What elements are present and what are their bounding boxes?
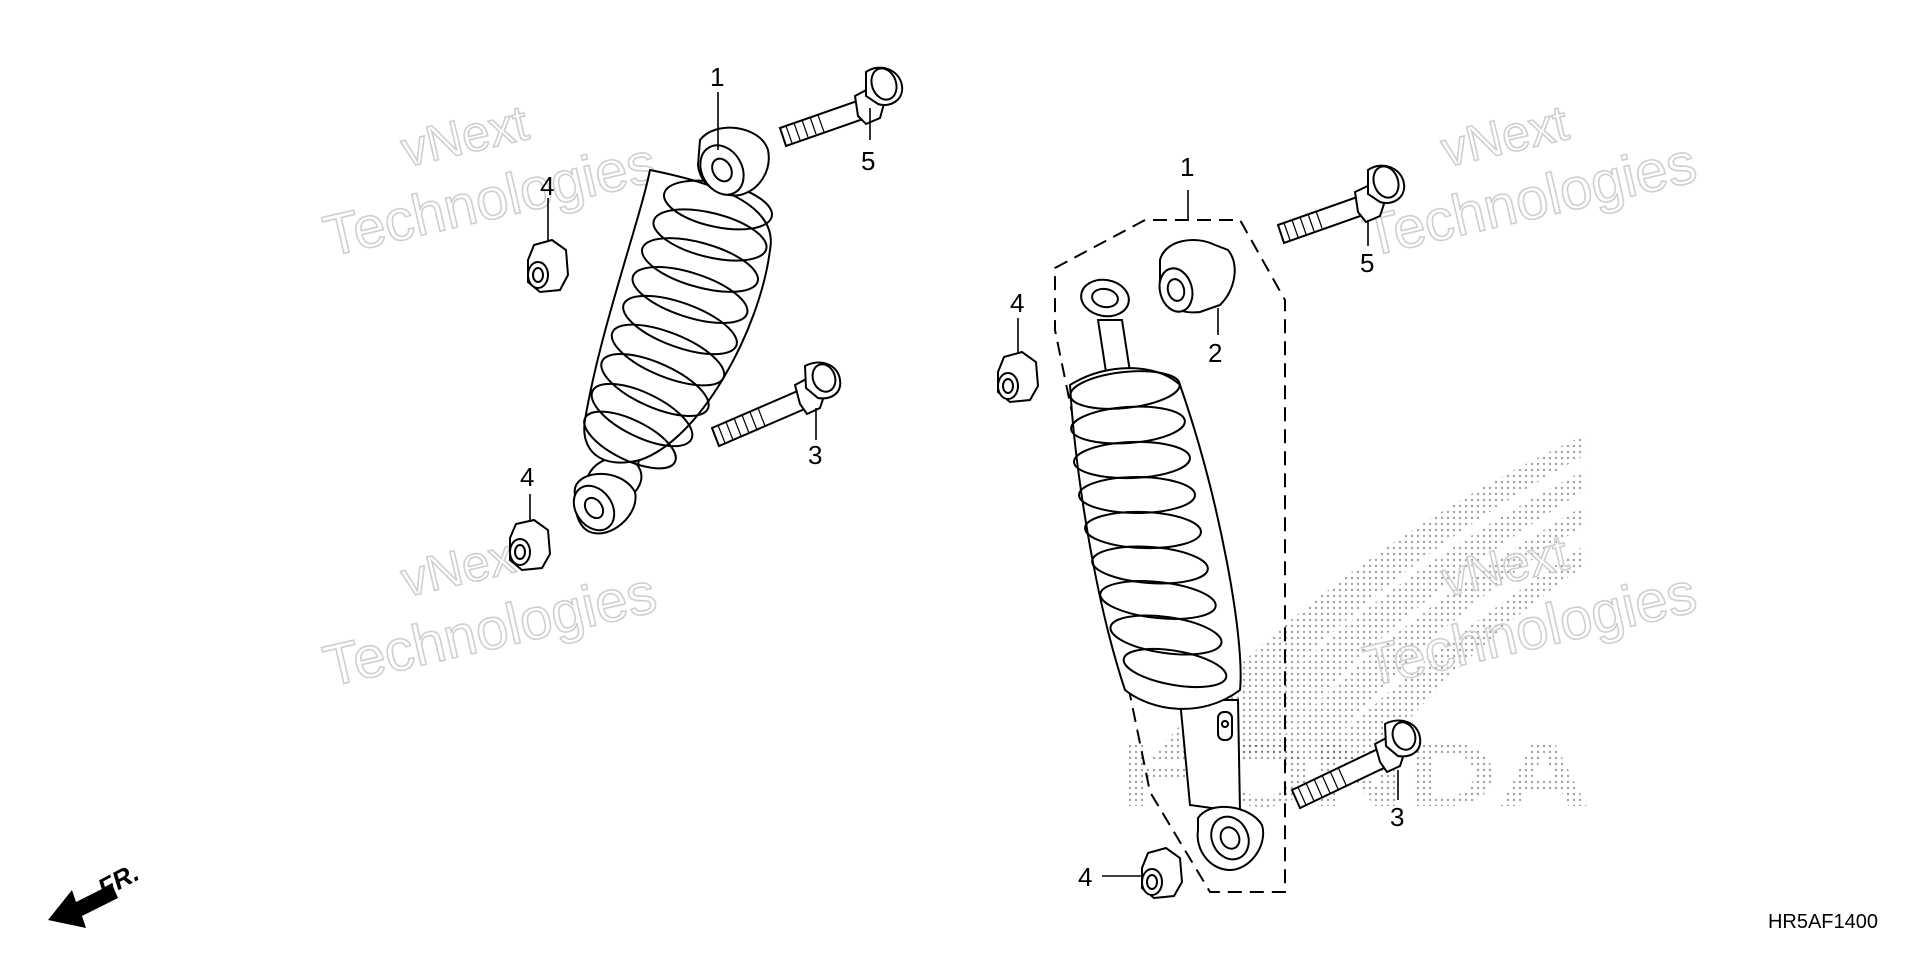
callout-right-nut-top: 4 bbox=[1010, 288, 1024, 318]
arrow-icon bbox=[48, 884, 118, 928]
left-nut-bottom bbox=[509, 518, 552, 572]
right-nut-top bbox=[997, 350, 1040, 404]
callout-left-nut-top: 4 bbox=[540, 171, 554, 201]
callout-right-nut-bottom: 4 bbox=[1078, 862, 1092, 892]
callout-right-shock: 1 bbox=[1180, 152, 1194, 182]
callout-right-bolt-bottom: 3 bbox=[1390, 802, 1404, 832]
left-bolt-top bbox=[778, 66, 904, 148]
right-bolt-bottom bbox=[1290, 719, 1422, 810]
right-nut-bottom bbox=[1141, 846, 1184, 900]
left-bolt-bottom bbox=[710, 361, 842, 448]
front-direction-indicator: FR. bbox=[48, 857, 144, 928]
right-bolt-top bbox=[1276, 164, 1406, 245]
watermark-top-left: vNext Technologies bbox=[317, 94, 663, 270]
right-shock-absorber bbox=[1068, 278, 1265, 872]
left-nut-top bbox=[527, 238, 570, 294]
right-bushing bbox=[1158, 239, 1236, 314]
callout-left-shock: 1 bbox=[710, 62, 724, 92]
diagram-reference-code: HR5AF1400 bbox=[1767, 911, 1878, 933]
left-shock-absorber bbox=[572, 126, 773, 535]
leader-lines bbox=[529, 92, 1399, 877]
callout-left-bolt-bottom: 3 bbox=[808, 440, 822, 470]
watermark-top-right: vNext Technologies bbox=[1357, 94, 1703, 270]
callout-right-bushing: 2 bbox=[1208, 338, 1222, 368]
callout-left-bolt-top: 5 bbox=[861, 146, 875, 176]
callout-left-nut-bottom: 4 bbox=[520, 462, 534, 492]
logo-wing bbox=[1150, 435, 1585, 760]
callout-right-bolt-top: 5 bbox=[1360, 248, 1374, 278]
callouts: 1 5 4 3 4 1 2 5 4 3 4 bbox=[520, 62, 1404, 892]
